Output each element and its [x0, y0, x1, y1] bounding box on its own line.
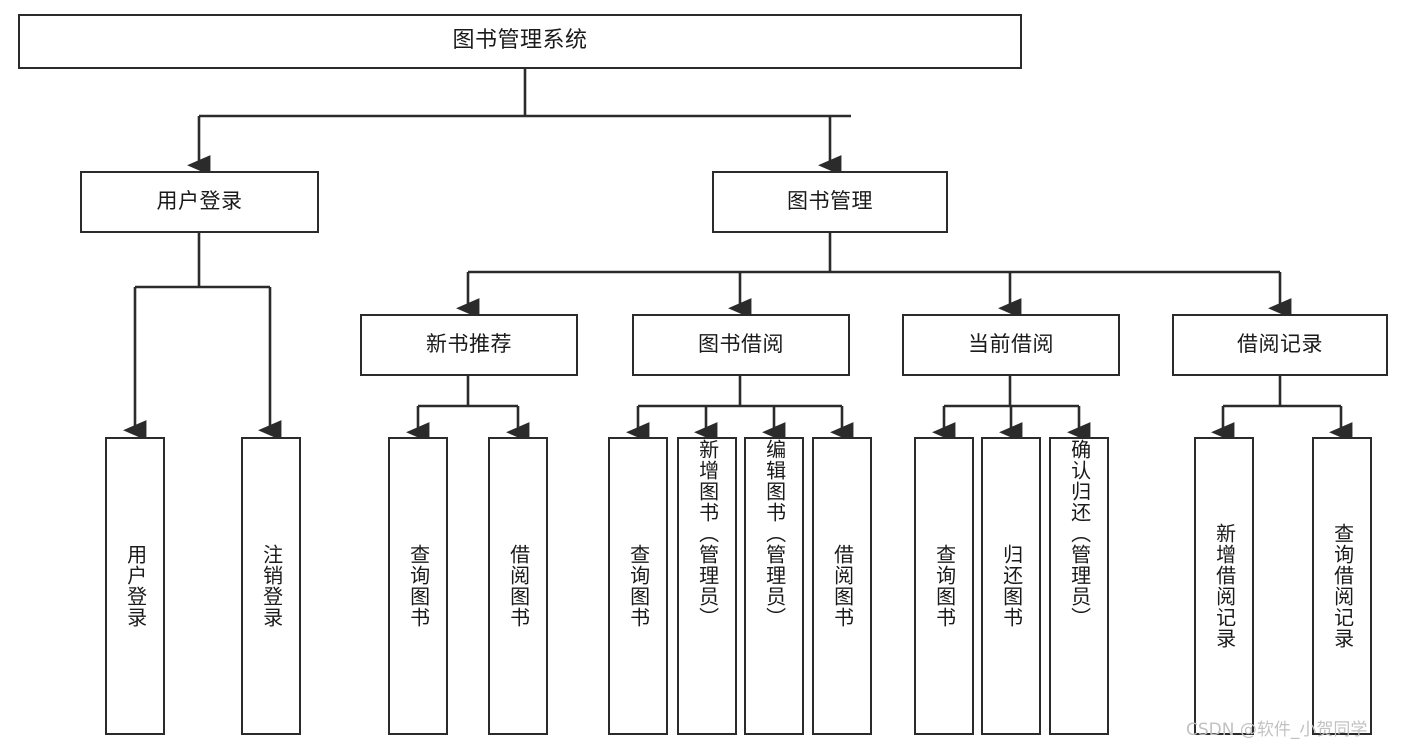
node-borrow-record[interactable]: 借阅记录 [1172, 314, 1388, 376]
leaf-add-book[interactable]: 新增图书（管理员） [677, 437, 737, 735]
leaf-add-record[interactable]: 新增借阅记录 [1194, 437, 1254, 735]
leaf-confirm-return[interactable]: 确认归还（管理员） [1049, 437, 1109, 735]
leaf-query-record-label: 查询借阅记录 [1330, 523, 1355, 649]
leaf-borrow-book-2-label: 借阅图书 [830, 544, 855, 628]
leaf-return-book-label: 归还图书 [999, 544, 1024, 628]
node-new-book-rec[interactable]: 新书推荐 [360, 314, 578, 376]
leaf-edit-book-label: 编辑图书（管理员） [762, 439, 787, 628]
node-current-borrow-label: 当前借阅 [968, 332, 1054, 357]
leaf-query-book-3[interactable]: 查询图书 [914, 437, 974, 735]
leaf-add-book-label: 新增图书（管理员） [695, 439, 720, 628]
leaf-query-book-1[interactable]: 查询图书 [388, 437, 448, 735]
node-root-label: 图书管理系统 [452, 28, 588, 54]
leaf-user-login[interactable]: 用户登录 [105, 437, 165, 735]
node-book-borrow[interactable]: 图书借阅 [632, 314, 850, 376]
leaf-borrow-book-1[interactable]: 借阅图书 [488, 437, 548, 735]
node-user-login-label: 用户登录 [156, 189, 243, 214]
leaf-edit-book[interactable]: 编辑图书（管理员） [744, 437, 804, 735]
node-book-manage-label: 图书管理 [787, 189, 873, 214]
node-book-borrow-label: 图书借阅 [698, 332, 784, 357]
csdn-watermark: CSDN @软件_小贺同学 [1186, 720, 1368, 740]
leaf-query-book-1-label: 查询图书 [406, 544, 431, 628]
leaf-return-book[interactable]: 归还图书 [981, 437, 1041, 735]
node-borrow-record-label: 借阅记录 [1237, 332, 1323, 357]
node-new-book-rec-label: 新书推荐 [426, 332, 512, 357]
leaf-user-logout-label: 注销登录 [259, 544, 284, 628]
leaf-user-login-label: 用户登录 [123, 544, 148, 628]
leaf-user-logout[interactable]: 注销登录 [241, 437, 301, 735]
leaf-confirm-return-label: 确认归还（管理员） [1067, 439, 1092, 628]
leaf-query-book-2[interactable]: 查询图书 [608, 437, 668, 735]
leaf-borrow-book-1-label: 借阅图书 [506, 544, 531, 628]
node-user-login[interactable]: 用户登录 [80, 171, 319, 233]
node-root[interactable]: 图书管理系统 [18, 14, 1022, 69]
leaf-query-book-2-label: 查询图书 [626, 544, 651, 628]
node-current-borrow[interactable]: 当前借阅 [902, 314, 1120, 376]
leaf-borrow-book-2[interactable]: 借阅图书 [812, 437, 872, 735]
leaf-query-record[interactable]: 查询借阅记录 [1312, 437, 1372, 735]
node-book-manage[interactable]: 图书管理 [712, 171, 948, 233]
leaf-add-record-label: 新增借阅记录 [1212, 523, 1237, 649]
leaf-query-book-3-label: 查询图书 [932, 544, 957, 628]
